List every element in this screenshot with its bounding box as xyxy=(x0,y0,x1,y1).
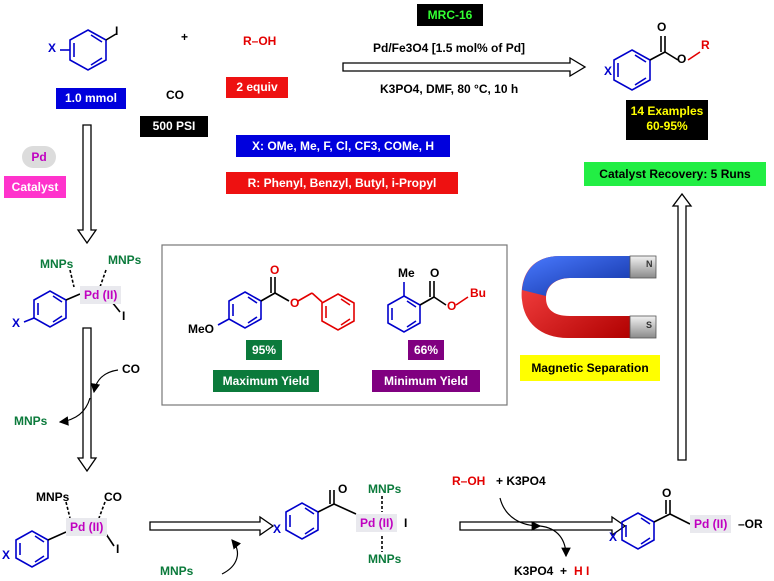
catalyst-recovery-badge: Catalyst Recovery: 5 Runs xyxy=(584,162,766,186)
curved-arrows xyxy=(58,369,571,575)
co-pressure-badge: 500 PSI xyxy=(140,116,208,137)
magnet-icon xyxy=(521,255,657,339)
pd-co-co-label: CO xyxy=(104,490,122,504)
main-reaction-arrow xyxy=(342,56,587,78)
alkoxy-pd-x-label: X xyxy=(609,530,618,544)
product-x-label: X xyxy=(604,64,613,78)
acyl-pd-x-label: X xyxy=(273,522,282,536)
pd-co-x-label: X xyxy=(2,548,11,562)
butyl-ester-o: O xyxy=(447,299,457,313)
x-scope-badge: X: OMe, Me, F, Cl, CF3, COMe, H xyxy=(236,135,450,157)
acyl-pd-i-label: I xyxy=(404,516,408,530)
hi-byproduct: H I xyxy=(574,564,590,578)
magnet-s-pole: S xyxy=(646,320,653,330)
pd-bubble-icon: Pd xyxy=(22,146,56,168)
mnps-released-label: MNPs xyxy=(14,414,48,428)
pd-aryl-mnps-left: MNPs xyxy=(40,257,74,271)
alkoxy-acyl-pd-complex xyxy=(621,500,691,550)
catalyst-badge: Catalyst xyxy=(4,176,66,198)
product-ester-o: O xyxy=(677,52,687,66)
k3po4-reagent: + K3PO4 xyxy=(496,474,546,488)
pd-aryl-pd-center: Pd (II) xyxy=(80,286,122,304)
product-carbonyl-o: O xyxy=(657,20,667,34)
pd-co-i-label: I xyxy=(116,542,120,556)
pd-aryl-complex xyxy=(23,269,121,328)
benzyl-ester-o: O xyxy=(290,296,300,310)
alcohol-amount-badge: 2 equiv xyxy=(226,77,288,98)
butyl-ester-structure xyxy=(387,281,469,333)
magnet-n-pole: N xyxy=(646,259,653,269)
me-label: Me xyxy=(398,266,415,280)
benzyl-carbonyl-o: O xyxy=(270,263,280,277)
butyl-carbonyl-o: O xyxy=(430,266,440,280)
ester-product-structure xyxy=(613,36,701,91)
acyl-pd-center: Pd (II) xyxy=(356,514,398,532)
catalyst-condition: Pd/Fe3O4 [1.5 mol% of Pd] xyxy=(373,41,526,55)
roh-reagent: R–OH xyxy=(452,474,486,488)
meo-label: MeO xyxy=(188,322,215,336)
bu-label: Bu xyxy=(470,286,486,300)
mrc-label-badge: MRC-16 xyxy=(417,4,483,26)
recovery-arrow xyxy=(671,192,693,461)
alkoxy-pd-or-label: –OR xyxy=(738,517,763,531)
co-insertion-label: CO xyxy=(122,362,140,376)
acyl-pd-complex xyxy=(285,490,383,552)
alkoxy-pd-o-label: O xyxy=(662,486,672,500)
co-label: CO xyxy=(166,88,184,102)
pd-aryl-co-complex xyxy=(15,501,115,568)
product-r-label: R xyxy=(701,38,710,52)
acyl-pd-mnps-bottom: MNPs xyxy=(368,552,402,566)
magnetic-separation-label: Magnetic Separation xyxy=(520,355,660,381)
max-yield-label: Maximum Yield xyxy=(213,370,319,392)
acyl-pd-mnps-top: MNPs xyxy=(368,482,402,496)
pd-aryl-i-label: I xyxy=(122,309,126,323)
examples-yield-range: 60-95% xyxy=(646,119,688,133)
pd-aryl-mnps-right: MNPs xyxy=(108,253,142,267)
examples-badge: 14 Examples 60-95% xyxy=(626,100,708,140)
plus-sign: + xyxy=(181,30,189,44)
mnps-added-label: MNPs xyxy=(160,564,194,578)
aryl-iodide-i-label: I xyxy=(115,24,119,38)
r-scope-badge: R: Phenyl, Benzyl, Butyl, i-Propyl xyxy=(226,172,458,194)
aryl-iodide-x-label: X xyxy=(48,41,57,55)
acyl-pd-o-label: O xyxy=(338,482,348,496)
alkoxy-pd-center: Pd (II) xyxy=(690,515,732,533)
examples-count: 14 Examples xyxy=(630,104,704,118)
aryl-iodide-structure xyxy=(60,29,117,71)
pd-co-pd-center: Pd (II) xyxy=(66,518,108,536)
max-yield-value: 95% xyxy=(246,340,282,360)
pd-aryl-x-label: X xyxy=(12,316,21,330)
alcohol-label: R–OH xyxy=(243,34,277,48)
benzyl-ester-structure xyxy=(217,277,355,331)
byproduct-plus: + xyxy=(560,564,568,578)
k3po4-byproduct: K3PO4 xyxy=(514,564,554,578)
pd-co-mnps-label: MNPs xyxy=(36,490,70,504)
aryl-iodide-amount-badge: 1.0 mmol xyxy=(56,88,126,109)
min-yield-value: 66% xyxy=(408,340,444,360)
min-yield-label: Minimum Yield xyxy=(372,370,480,392)
reaction-conditions: K3PO4, DMF, 80 °C, 10 h xyxy=(380,82,519,96)
